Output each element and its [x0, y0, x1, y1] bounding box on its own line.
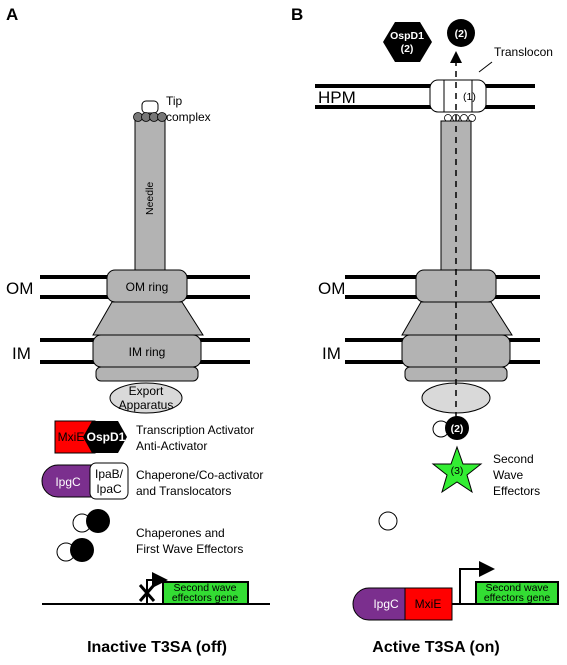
panel-a-letter: A [6, 5, 18, 24]
export-apparatus-b [421, 382, 491, 414]
ipab-label-1: IpaB/ [95, 467, 124, 481]
pore-label: (1) [463, 91, 476, 103]
gene-off: Second wave effectors gene [42, 572, 270, 605]
panel-b: B OspD1 (2) (2) HPM (1) Translocon [291, 5, 559, 656]
translocon-pointer [478, 61, 493, 73]
export-label-2: Apparatus [119, 398, 174, 412]
export-label-1: Export [129, 384, 164, 398]
ipgc-shape-a [41, 464, 105, 498]
im-ring-label: IM ring [129, 345, 166, 359]
tip-label-2: complex [166, 110, 211, 124]
om-ring-label: OM ring [126, 280, 169, 294]
basal-body-b [401, 301, 513, 336]
bottom-effector-label: (2) [451, 423, 464, 435]
om-label-b: OM [318, 279, 345, 298]
block-x-2 [138, 584, 156, 602]
im-label-a: IM [12, 344, 31, 363]
second-wave-text-3: Effectors [493, 484, 540, 498]
bottom-effector [432, 416, 469, 440]
gene-box-a [162, 581, 249, 605]
gene-on: IpgC MxiE Second wave effectors gene [352, 561, 559, 621]
ospd1-label-b-1: OspD1 [390, 30, 424, 42]
caption-a: Inactive T3SA (off) [87, 639, 227, 656]
mxie-label-a: MxiE [58, 430, 85, 444]
host-plasma-membrane [315, 84, 535, 109]
legend-chaperones [56, 509, 110, 562]
ospd1-hexagon-a [83, 421, 127, 453]
secreted-label: (2) [455, 28, 468, 40]
ipgc-label-b: IpgC [373, 597, 399, 611]
im-label-b: IM [322, 344, 341, 363]
chaperone-text-2: and Translocators [136, 484, 231, 498]
legend-ipgc-ipab: IpgC IpaB/ IpaC [41, 462, 129, 500]
gene-box-b [475, 581, 559, 605]
om-label-a: OM [6, 279, 33, 298]
ipgc-label-a: IpgC [55, 475, 81, 489]
star-label: (3) [451, 465, 464, 477]
first-wave-text-1: Chaperones and [136, 526, 225, 540]
transcription-text-1: Transcription Activator [136, 423, 254, 437]
first-wave-text-2: First Wave Effectors [136, 542, 243, 556]
tip-complex [133, 100, 167, 122]
ospd1-hexagon-b [383, 22, 432, 62]
secreted-effector [447, 19, 475, 47]
legend-mxie-ospd1: MxiE OspD1 [54, 420, 127, 454]
export-apparatus [109, 382, 183, 414]
needle [134, 117, 166, 274]
needle-label: Needle [144, 182, 156, 215]
second-wave-text-1: Second [493, 452, 534, 466]
ospd1-label-a: OspD1 [87, 430, 126, 444]
ipab-box [89, 462, 129, 500]
mxie-label-b: MxiE [415, 597, 442, 611]
second-wave-text-2: Wave [493, 468, 524, 482]
mxie-box-a [54, 420, 96, 454]
free-chaperone [378, 511, 398, 531]
panel-a: A OM IM Needle Tip complex OM ring [6, 5, 270, 656]
gene-label-b-1: Second wave [485, 582, 548, 594]
ipab-label-2: IpaC [96, 482, 122, 496]
cytoplasmic-ring [95, 366, 199, 382]
gene-label-b-2: effectors gene [484, 592, 551, 604]
gene-label-a-2: effectors gene [172, 592, 239, 604]
transcription-text-2: Anti-Activator [136, 439, 207, 453]
panel-b-letter: B [291, 5, 303, 24]
tip-label-1: Tip [166, 94, 183, 108]
caption-b: Active T3SA (on) [372, 639, 499, 656]
second-wave-star [431, 445, 483, 494]
translocon [429, 79, 487, 122]
hpm-label: HPM [318, 88, 356, 107]
chaperone-text-1: Chaperone/Co-activator [136, 468, 263, 482]
ipgc-shape-b [352, 587, 408, 621]
ospd1-label-b-2: (2) [401, 43, 414, 55]
mxie-box-b [404, 587, 453, 621]
gene-label-a-1: Second wave [173, 582, 236, 594]
translocon-label: Translocon [494, 45, 553, 59]
basal-body [92, 301, 204, 336]
